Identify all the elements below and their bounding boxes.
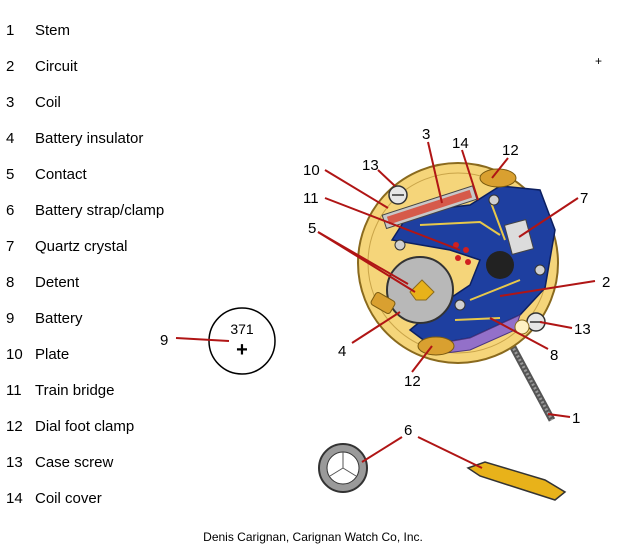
battery-strap-bar xyxy=(466,461,567,501)
contact-pads xyxy=(453,242,471,265)
ic-chip xyxy=(486,251,514,279)
corner-plus-mark: + xyxy=(595,54,603,68)
leader-12a xyxy=(491,157,509,179)
legend-label: Coil cover xyxy=(35,490,102,507)
callout-10: 10 xyxy=(303,162,320,179)
leader-4 xyxy=(351,311,401,344)
legend-label: Coil xyxy=(35,94,61,111)
stem xyxy=(504,336,556,422)
leader-11 xyxy=(324,197,461,251)
legend-label: Detent xyxy=(35,274,80,291)
legend-number: 6 xyxy=(6,202,15,219)
leader-5b xyxy=(317,231,409,285)
legend-label: Dial foot clamp xyxy=(35,418,135,435)
legend-label: Battery xyxy=(35,310,83,327)
legend-label: Train bridge xyxy=(35,382,115,399)
callout-7: 7 xyxy=(580,190,588,207)
leader-2 xyxy=(499,280,596,297)
case-screw-top xyxy=(388,185,408,205)
battery-in-movement xyxy=(386,256,454,324)
leader-7 xyxy=(518,197,579,238)
leader-6a xyxy=(361,436,403,463)
legend-label: Quartz crystal xyxy=(35,238,128,255)
leader-9 xyxy=(175,337,230,342)
leader-6b xyxy=(417,436,483,469)
credit-line: Denis Carignan, Carignan Watch Co, Inc. xyxy=(203,530,423,544)
callout-3: 3 xyxy=(422,126,430,143)
legend-number: 7 xyxy=(6,238,15,255)
battery-insulator xyxy=(370,292,396,314)
callout-5: 5 xyxy=(308,220,316,237)
legend-number: 10 xyxy=(6,346,23,363)
legend-number: 13 xyxy=(6,454,23,471)
legend-label: Circuit xyxy=(35,58,78,75)
callout-1: 1 xyxy=(572,410,580,427)
callout-6: 6 xyxy=(404,422,412,439)
legend-number: 12 xyxy=(6,418,23,435)
plate-screws xyxy=(394,194,546,311)
legend-label: Battery insulator xyxy=(35,130,144,147)
callout-13-right: 13 xyxy=(574,321,591,338)
leader-10 xyxy=(324,169,389,209)
legend-label: Contact xyxy=(35,166,87,183)
callout-12-top: 12 xyxy=(502,142,519,159)
callout-12-bottom: 12 xyxy=(404,373,421,390)
battery-polarity-sign: + xyxy=(236,339,248,361)
callout-8: 8 xyxy=(550,347,558,364)
legend-number: 1 xyxy=(6,22,15,39)
legend-number: 14 xyxy=(6,490,23,507)
callout-9: 9 xyxy=(160,332,168,349)
legend-number: 3 xyxy=(6,94,15,111)
legend-number: 11 xyxy=(6,382,22,399)
legend-label: Battery strap/clamp xyxy=(35,202,165,219)
battery-model-label: 371 xyxy=(230,321,254,337)
battery-strap-ring xyxy=(318,443,368,493)
dial-foot-clamp-bottom xyxy=(417,336,455,356)
leader-14 xyxy=(461,149,479,201)
legend-number: 2 xyxy=(6,58,15,75)
legend-number: 8 xyxy=(6,274,15,291)
legend-label: Plate xyxy=(35,346,70,363)
leader-8 xyxy=(489,317,549,350)
legend-label: Case screw xyxy=(35,454,114,471)
callout-13-top: 13 xyxy=(362,157,379,174)
leader-12b xyxy=(411,345,433,373)
legend-number: 9 xyxy=(6,310,15,327)
legend-number: 4 xyxy=(6,130,15,147)
leader-13a xyxy=(377,169,396,187)
callout-11: 11 xyxy=(303,190,319,207)
callout-2: 2 xyxy=(602,274,610,291)
battery-371 xyxy=(208,307,276,375)
leader-13b xyxy=(539,321,573,329)
leader-lines xyxy=(175,141,596,469)
legend-number: 5 xyxy=(6,166,15,183)
callout-14: 14 xyxy=(452,135,469,152)
leader-1 xyxy=(547,413,571,418)
legend-label: Stem xyxy=(35,22,71,39)
leader-3 xyxy=(427,141,443,204)
callout-4: 4 xyxy=(338,343,346,360)
